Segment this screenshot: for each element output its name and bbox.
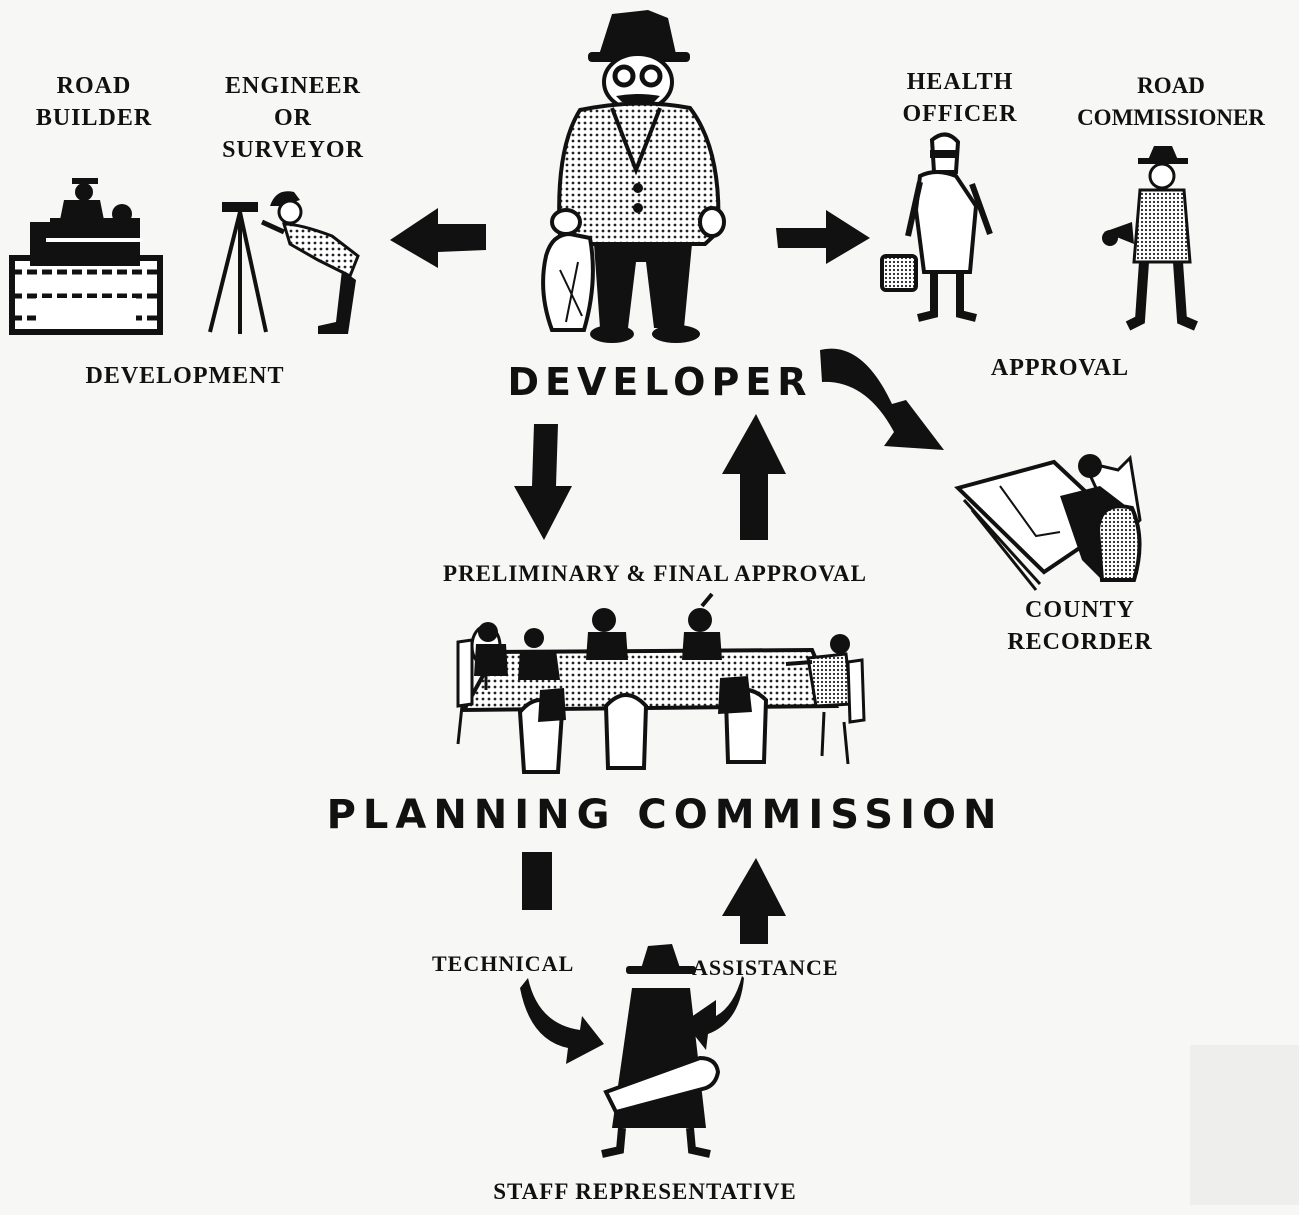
health-officer-label: HEALTH OFFICER <box>880 66 1040 130</box>
arrow-up-to-developer <box>722 414 786 540</box>
county-recorder-line-1: COUNTY <box>1024 597 1135 623</box>
planning-commission-figure <box>456 592 866 774</box>
engineer-line-1: ENGINEER <box>224 73 362 99</box>
arrow-to-recorder <box>820 348 944 450</box>
health-officer-line-1: HEALTH <box>906 69 1014 95</box>
arrow-to-development <box>390 208 486 268</box>
health-officer-line-2: OFFICER <box>902 101 1018 127</box>
road-commissioner-label: ROAD COMMISSIONER <box>1046 70 1296 134</box>
engineer-line-2: OR <box>274 105 312 131</box>
road-commissioner-line-1: ROAD <box>1137 73 1205 98</box>
technical-label: TECHNICAL <box>432 951 575 976</box>
road-builder-line-1: ROAD <box>56 73 132 99</box>
county-recorder-figure <box>954 454 1142 591</box>
arrow-up-to-commission <box>684 858 786 1050</box>
road-commissioner-figure <box>1102 146 1198 331</box>
surveyor-figure <box>208 191 360 334</box>
arrow-down-to-commission <box>514 424 572 540</box>
assistance-label: ASSISTANCE <box>692 955 839 980</box>
development-label: DEVELOPMENT <box>85 363 285 389</box>
developer-figure <box>541 10 726 343</box>
approval-label: APPROVAL <box>990 355 1130 381</box>
engineer-line-3: SURVEYOR <box>222 137 364 163</box>
staff-representative-label: STAFF REPRESENTATIVE <box>493 1179 797 1204</box>
arrow-down-to-staff <box>520 852 604 1064</box>
planning-commission-label: PLANNING COMMISSION <box>326 792 1004 838</box>
arrow-to-approval <box>776 210 870 264</box>
preliminary-final-approval-label: PRELIMINARY & FINAL APPROVAL <box>443 561 867 586</box>
county-recorder-line-2: RECORDER <box>1007 629 1153 655</box>
engineer-label: ENGINEER OR SURVEYOR <box>198 70 388 166</box>
health-officer-figure <box>880 132 993 322</box>
road-builder-label: ROAD BUILDER <box>14 70 174 134</box>
county-recorder-label: COUNTY RECORDER <box>980 594 1180 658</box>
road-builder-line-2: BUILDER <box>35 105 153 131</box>
developer-label: DEVELOPER <box>507 360 813 404</box>
road-commissioner-line-2: COMMISSIONER <box>1077 105 1265 130</box>
staff-representative-figure <box>601 944 721 1158</box>
road-builder-figure <box>9 178 163 335</box>
